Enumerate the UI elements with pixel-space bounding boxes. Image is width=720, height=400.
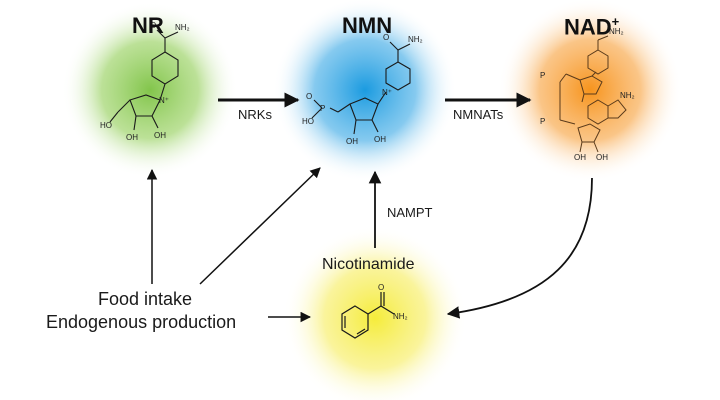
nicotinamide-molecule [341, 292, 395, 339]
source-food-intake: Food intake [98, 289, 193, 309]
nr-oh-label-1: OH [126, 133, 138, 142]
nad-p-label-2: P [540, 117, 545, 126]
enzyme-label-nmnats: NMNATs [453, 107, 504, 122]
nr-title: NR [132, 13, 164, 38]
nad-superscript: + [611, 14, 620, 29]
nmn-p-label: P [320, 104, 325, 113]
nam-o-label: O [378, 283, 384, 292]
nr-oh-label-2: OH [154, 131, 166, 140]
nad-nh2-label-2: NH₂ [620, 91, 635, 100]
nmn-glow [273, 0, 457, 182]
nmn-oh-label-1: OH [346, 137, 358, 146]
nad-glow [498, 0, 682, 182]
nam-nh2-label: NH₂ [393, 312, 408, 321]
nr-glow [62, 2, 238, 178]
nicotinamide-glow [283, 226, 467, 400]
nmn-o-label: O [383, 33, 389, 42]
enzyme-label-nampt: NAMPT [387, 205, 433, 220]
nmn-ho-label: HO [302, 117, 314, 126]
nad-molecule [559, 35, 627, 153]
nr-o-label: O [150, 21, 156, 30]
nad-title-text: NAD [564, 14, 612, 40]
enzyme-label-nrks: NRKs [238, 107, 272, 122]
nmn-nh2-label: NH₂ [408, 35, 423, 44]
nr-nh2-label: NH₂ [175, 23, 190, 32]
arrow-food-to-nmn [199, 167, 321, 285]
nr-n-label: N⁺ [159, 96, 169, 105]
nmn-n-label: N⁺ [382, 88, 392, 97]
nmn-oh-label-2: OH [374, 135, 386, 144]
nr-molecule [109, 29, 179, 131]
arrow-nad-to-nam [446, 177, 593, 319]
nad-oh-label-1: OH [574, 153, 586, 162]
nad-title: NAD+ [564, 15, 619, 38]
source-endogenous-production: Endogenous production [46, 312, 237, 332]
nicotinamide-title: Nicotinamide [322, 256, 415, 273]
nad-p-label-1: P [540, 71, 545, 80]
nmn-molecule [311, 41, 411, 135]
nmn-title: NMN [342, 13, 393, 38]
nr-ho-label: HO [100, 121, 112, 130]
nad-oh-label-2: OH [596, 153, 608, 162]
nad-nh2-label: NH₂ [609, 27, 624, 36]
nmn-o-label-2: O [306, 92, 312, 101]
